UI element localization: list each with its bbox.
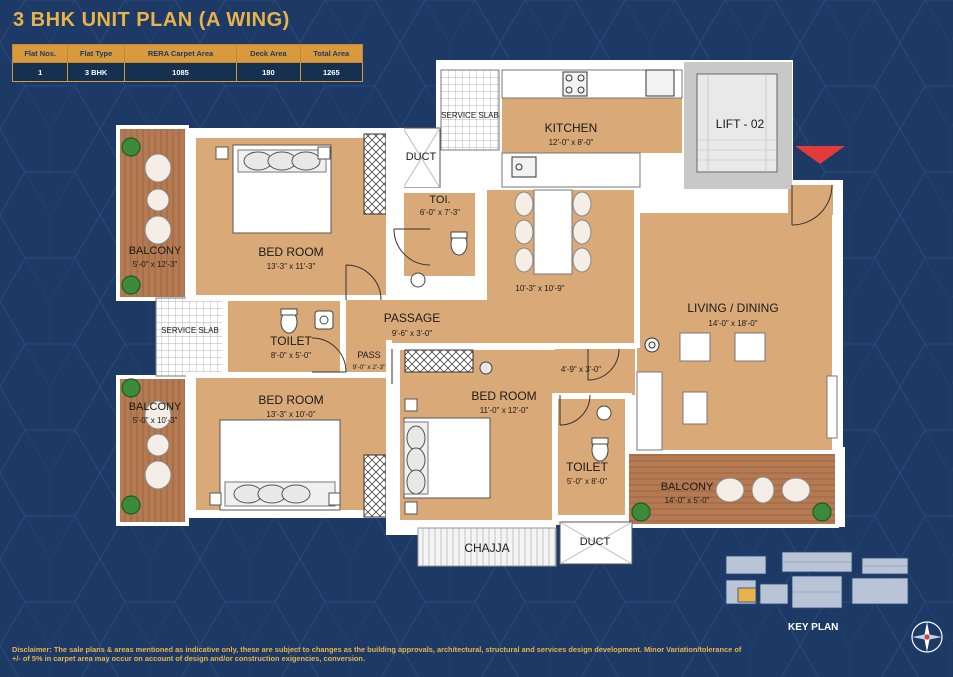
key-plan-highlight [737,587,757,603]
door-swings [311,184,833,426]
living-floor-top [788,185,833,215]
spec-header-total-area: Total Area [299,44,364,63]
kitchen-counters [501,69,683,188]
entrance-marker [795,146,845,164]
spec-header-rera-carpet-area: RERA Carpet Area [123,44,238,63]
foyer-dim: 4'-9" x 3'-0" [561,365,601,374]
passage-dim: 9'-6" x 3'-0" [392,329,432,338]
passage-label: PASSAGE [384,311,440,325]
chajja-slab [417,527,557,567]
toilet-1-label: TOILET [270,334,312,348]
ac-unit-icon [644,337,660,353]
pass-label: PASS [357,350,380,360]
wardrobe-bed-room-3 [404,349,474,373]
duct-bottom-label: DUCT [580,536,611,548]
wardrobe-bed-room-1 [363,133,387,215]
kitchen-sink-icon [511,156,537,178]
living-dining-dim: 14'-0" x 18'-0" [708,319,757,328]
bed-room-3-dim: 11'-0" x 12'-0" [480,406,529,415]
bed-room-2-dim: 13'-3" x 10'-0" [266,410,315,419]
service-slab-left [155,297,225,377]
balcony-furniture [144,153,811,504]
spec-cell-flat-no: 1 [11,62,69,82]
bed-2 [209,419,341,511]
toilet-1-dim: 8'-0" x 5'-0" [271,351,311,360]
key-plan-label: KEY PLAN [788,622,839,633]
toilet-2-floor [557,395,625,515]
fridge-icon [645,69,675,97]
living-floor [637,213,832,450]
toilet-2-dim: 5'-0" x 8'-0" [567,477,607,486]
pass-dim: 9'-0" x 2'-3" [353,364,386,371]
passage-floor [340,300,640,345]
chajja-label: CHAJJA [464,541,509,555]
toilet-2-label: TOILET [566,460,608,474]
service-slab-top [440,69,500,151]
disclaimer-text: Disclaimer: The sale plans & areas menti… [12,645,742,663]
living-furniture [636,332,838,451]
balcony-bottom-left-label: BALCONY [129,401,182,413]
foyer-floor [555,345,635,395]
toi-dim: 6'-0" x 7'-3" [420,208,460,217]
pass-floor [345,345,387,375]
bed-room-1-label: BED ROOM [258,245,323,259]
spec-table: Flat Nos. Flat Type RERA Carpet Area Dec… [11,44,364,82]
balcony-top-left-label: BALCONY [129,245,182,257]
spec-header-flat-type: Flat Type [67,44,125,63]
compass-icon [911,621,943,653]
lift-label: LIFT - 02 [716,117,765,131]
spec-header-flat-nos: Flat Nos. [11,44,69,63]
duct-top-label: DUCT [406,151,437,163]
kitchen-dim: 12'-0" x 8'-0" [549,138,594,147]
spec-cell-flat-type: 3 BHK [67,62,125,82]
bed-3 [403,398,491,515]
page-title: 3 BHK UNIT PLAN (A WING) [13,9,290,31]
living-dining-label: LIVING / DINING [687,301,778,315]
key-plan-map [725,551,909,609]
wardrobe-bed-room-2 [363,454,387,518]
balcony-bottom-left-dim: 5'-0" x 10'-3" [133,416,178,425]
balcony-top-left-dim: 5'-0" x 12'-3" [133,260,178,269]
service-slab-top-label: SERVICE SLAB [441,111,499,120]
plant-icons [121,137,832,522]
balcony-right-dim: 14'-0" x 5'-0" [665,496,710,505]
dining-dim: 10'-3" x 10'-9" [515,284,564,293]
bed-room-3-label: BED ROOM [471,389,536,403]
spec-cell-total-area: 1265 [299,62,364,82]
lift-car [696,73,778,173]
spec-table-row: 1 3 BHK 1085 180 1265 [11,62,364,82]
balcony-right-label: BALCONY [661,481,714,493]
dining-table [514,189,592,275]
room-labels: KITCHEN 12'-0" x 8'-0" SERVICE SLAB DUCT… [129,111,779,555]
interior-walls [186,128,640,530]
service-slab-left-label: SERVICE SLAB [161,326,219,335]
bed-room-1-dim: 13'-3" x 11'-3" [267,262,316,271]
bed-room-2-label: BED ROOM [258,393,323,407]
kitchen-label: KITCHEN [545,121,598,135]
toilet-fixtures [280,231,612,462]
toi-label: TOI. [429,194,450,206]
spec-table-header-row: Flat Nos. Flat Type RERA Carpet Area Dec… [11,44,364,63]
spec-cell-rera-carpet-area: 1085 [123,62,238,82]
bed-1 [215,144,332,234]
